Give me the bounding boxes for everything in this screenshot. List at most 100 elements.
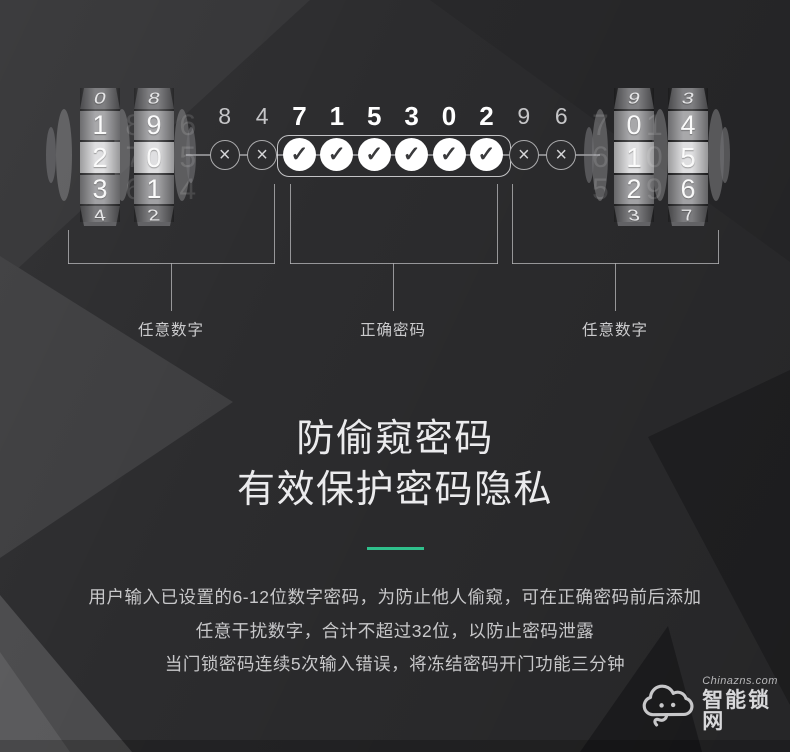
dial-wheel-cell: 41	[646, 109, 708, 142]
dial-wheel-cell: 36	[80, 173, 142, 206]
dial-digit: 2	[626, 174, 642, 204]
sequence-digit: 4	[255, 103, 269, 129]
body-line: 当门锁密码连续5次输入错误，将冻结密码开门功能三分钟	[164, 654, 626, 674]
body-line: 任意干扰数字，合计不超过32位，以防止密码泄露	[195, 620, 595, 641]
dial-digit: 0	[92, 89, 108, 107]
digit-slot: 4×	[243, 102, 280, 171]
sequence-digit: 8	[218, 103, 232, 129]
dial-digit: 1	[146, 174, 162, 204]
dial-wheel-cell: 07	[592, 109, 654, 142]
dial-wheel-cell: 96	[134, 109, 196, 142]
sequence-digit: 1	[329, 101, 345, 131]
dial-digit: 0	[146, 141, 162, 173]
dial-wheel-cell: 9	[614, 88, 654, 109]
sequence-digit: 7	[292, 101, 307, 131]
digit-slot: 6×	[543, 102, 580, 171]
logo-site-url: Chinazns.com	[702, 675, 778, 687]
bracket-line	[497, 184, 498, 264]
cross-icon: ×	[508, 140, 539, 170]
dial-wheel-cell: 4	[80, 206, 120, 226]
bracket-label-middle: 正确密码	[359, 322, 427, 339]
dial-digit: 2	[92, 141, 108, 173]
dial-digit: 1	[626, 141, 642, 173]
dial-wheel-cell: 8	[134, 88, 174, 109]
dial-digit: 2	[146, 207, 162, 225]
digit-slot: 3✓	[393, 102, 430, 171]
headline-line1: 防偷窥密码	[296, 418, 494, 460]
digit-slot: 8×	[206, 102, 243, 171]
logo-text: Chinazns.com 智能锁网	[702, 675, 790, 733]
logo-site-name: 智能锁网	[702, 689, 772, 733]
cross-icon: ×	[247, 140, 278, 170]
bracket-label-right: 任意数字	[581, 322, 649, 339]
dial-wheel-cell: 3	[668, 88, 708, 109]
dial-wheel-cell: 2	[134, 206, 174, 226]
bracket-line	[512, 184, 513, 264]
dial-digit: 3	[680, 89, 696, 107]
digit-slot: 1✓	[318, 102, 355, 171]
sequence-digit: 3	[404, 101, 419, 131]
dial-digit: 6	[680, 174, 696, 204]
check-icon: ✓	[320, 138, 354, 171]
sequence-digit: 6	[554, 103, 568, 129]
digit-slot: 7✓	[281, 102, 318, 171]
dial-digit: 7	[680, 207, 696, 225]
dial-wheel-cell: 25	[592, 173, 654, 206]
dial-digit: 5	[680, 141, 696, 173]
dial-wheel-cell: 69	[646, 173, 708, 206]
cross-icon: ×	[209, 140, 240, 170]
headline: 防偷窥密码 有效保护密码隐私	[0, 414, 790, 516]
body-copy: 用户输入已设置的6-12位数字密码，为防止他人偷窥，可在正确密码前后添加 任意干…	[0, 581, 790, 682]
cloud-face-icon	[642, 684, 694, 727]
bracket-line	[393, 263, 394, 311]
dial-wheel-group-right: 9071625334150697	[584, 88, 730, 226]
sequence-digit: 2	[479, 101, 494, 131]
dial-digit: 0	[626, 110, 642, 140]
wheel-end-ellipse	[652, 109, 668, 201]
digit-slot: 9×	[505, 102, 542, 171]
dial-digit: 4	[92, 207, 108, 225]
dial-digit: 1	[92, 110, 108, 140]
check-icon: ✓	[282, 138, 316, 171]
sequence-digit: 9	[517, 103, 531, 129]
site-logo: Chinazns.com 智能锁网	[638, 676, 790, 732]
body-line: 用户输入已设置的6-12位数字密码，为防止他人偷窥，可在正确密码前后添加	[88, 587, 702, 607]
sequence-connector-line	[186, 154, 600, 156]
dial-wheel-group-left: 0182736489605142	[46, 88, 196, 226]
wheel-end-ellipse	[708, 109, 724, 201]
dial-wheel: 89605142	[134, 88, 196, 226]
wheel-end-ellipse	[46, 127, 56, 183]
dial-wheel-cell: 18	[80, 109, 142, 142]
check-icon: ✓	[432, 138, 466, 171]
bracket-line	[274, 184, 275, 264]
dial-wheel-cell: 05	[134, 141, 196, 174]
digit-slot: 2✓	[468, 102, 505, 171]
bracket-line	[615, 263, 616, 311]
dial-digit: 3	[92, 174, 108, 204]
dial-digit: 9	[146, 110, 162, 140]
dial-wheel: 01827364	[80, 88, 142, 226]
wheel-end-ellipse	[174, 109, 190, 201]
cross-icon: ×	[546, 140, 577, 170]
headline-line2: 有效保护密码隐私	[236, 469, 553, 511]
dial-wheel: 90716253	[592, 88, 654, 226]
wheel-end-ellipse	[56, 109, 72, 201]
digit-slot: 5✓	[356, 102, 393, 171]
bracket-line	[290, 184, 291, 264]
check-icon: ✓	[395, 138, 429, 171]
password-digit-row: 8×4×7✓1✓5✓3✓0✓2✓9×6×	[206, 102, 580, 171]
sequence-digit: 5	[367, 101, 382, 131]
bracket-line	[718, 230, 719, 264]
dial-wheel-cell: 50	[646, 141, 708, 174]
bracket-label-left: 任意数字	[137, 322, 205, 339]
dial-wheel-cell: 0	[80, 88, 120, 109]
wheel-end-ellipse	[720, 127, 730, 183]
check-icon: ✓	[357, 138, 391, 171]
dial-wheel-cell: 7	[668, 206, 708, 226]
dial-digit: 3	[626, 207, 642, 225]
wheel-end-ellipse	[592, 109, 608, 201]
bracket-line	[68, 230, 69, 264]
dial-digit: 9	[626, 89, 642, 107]
